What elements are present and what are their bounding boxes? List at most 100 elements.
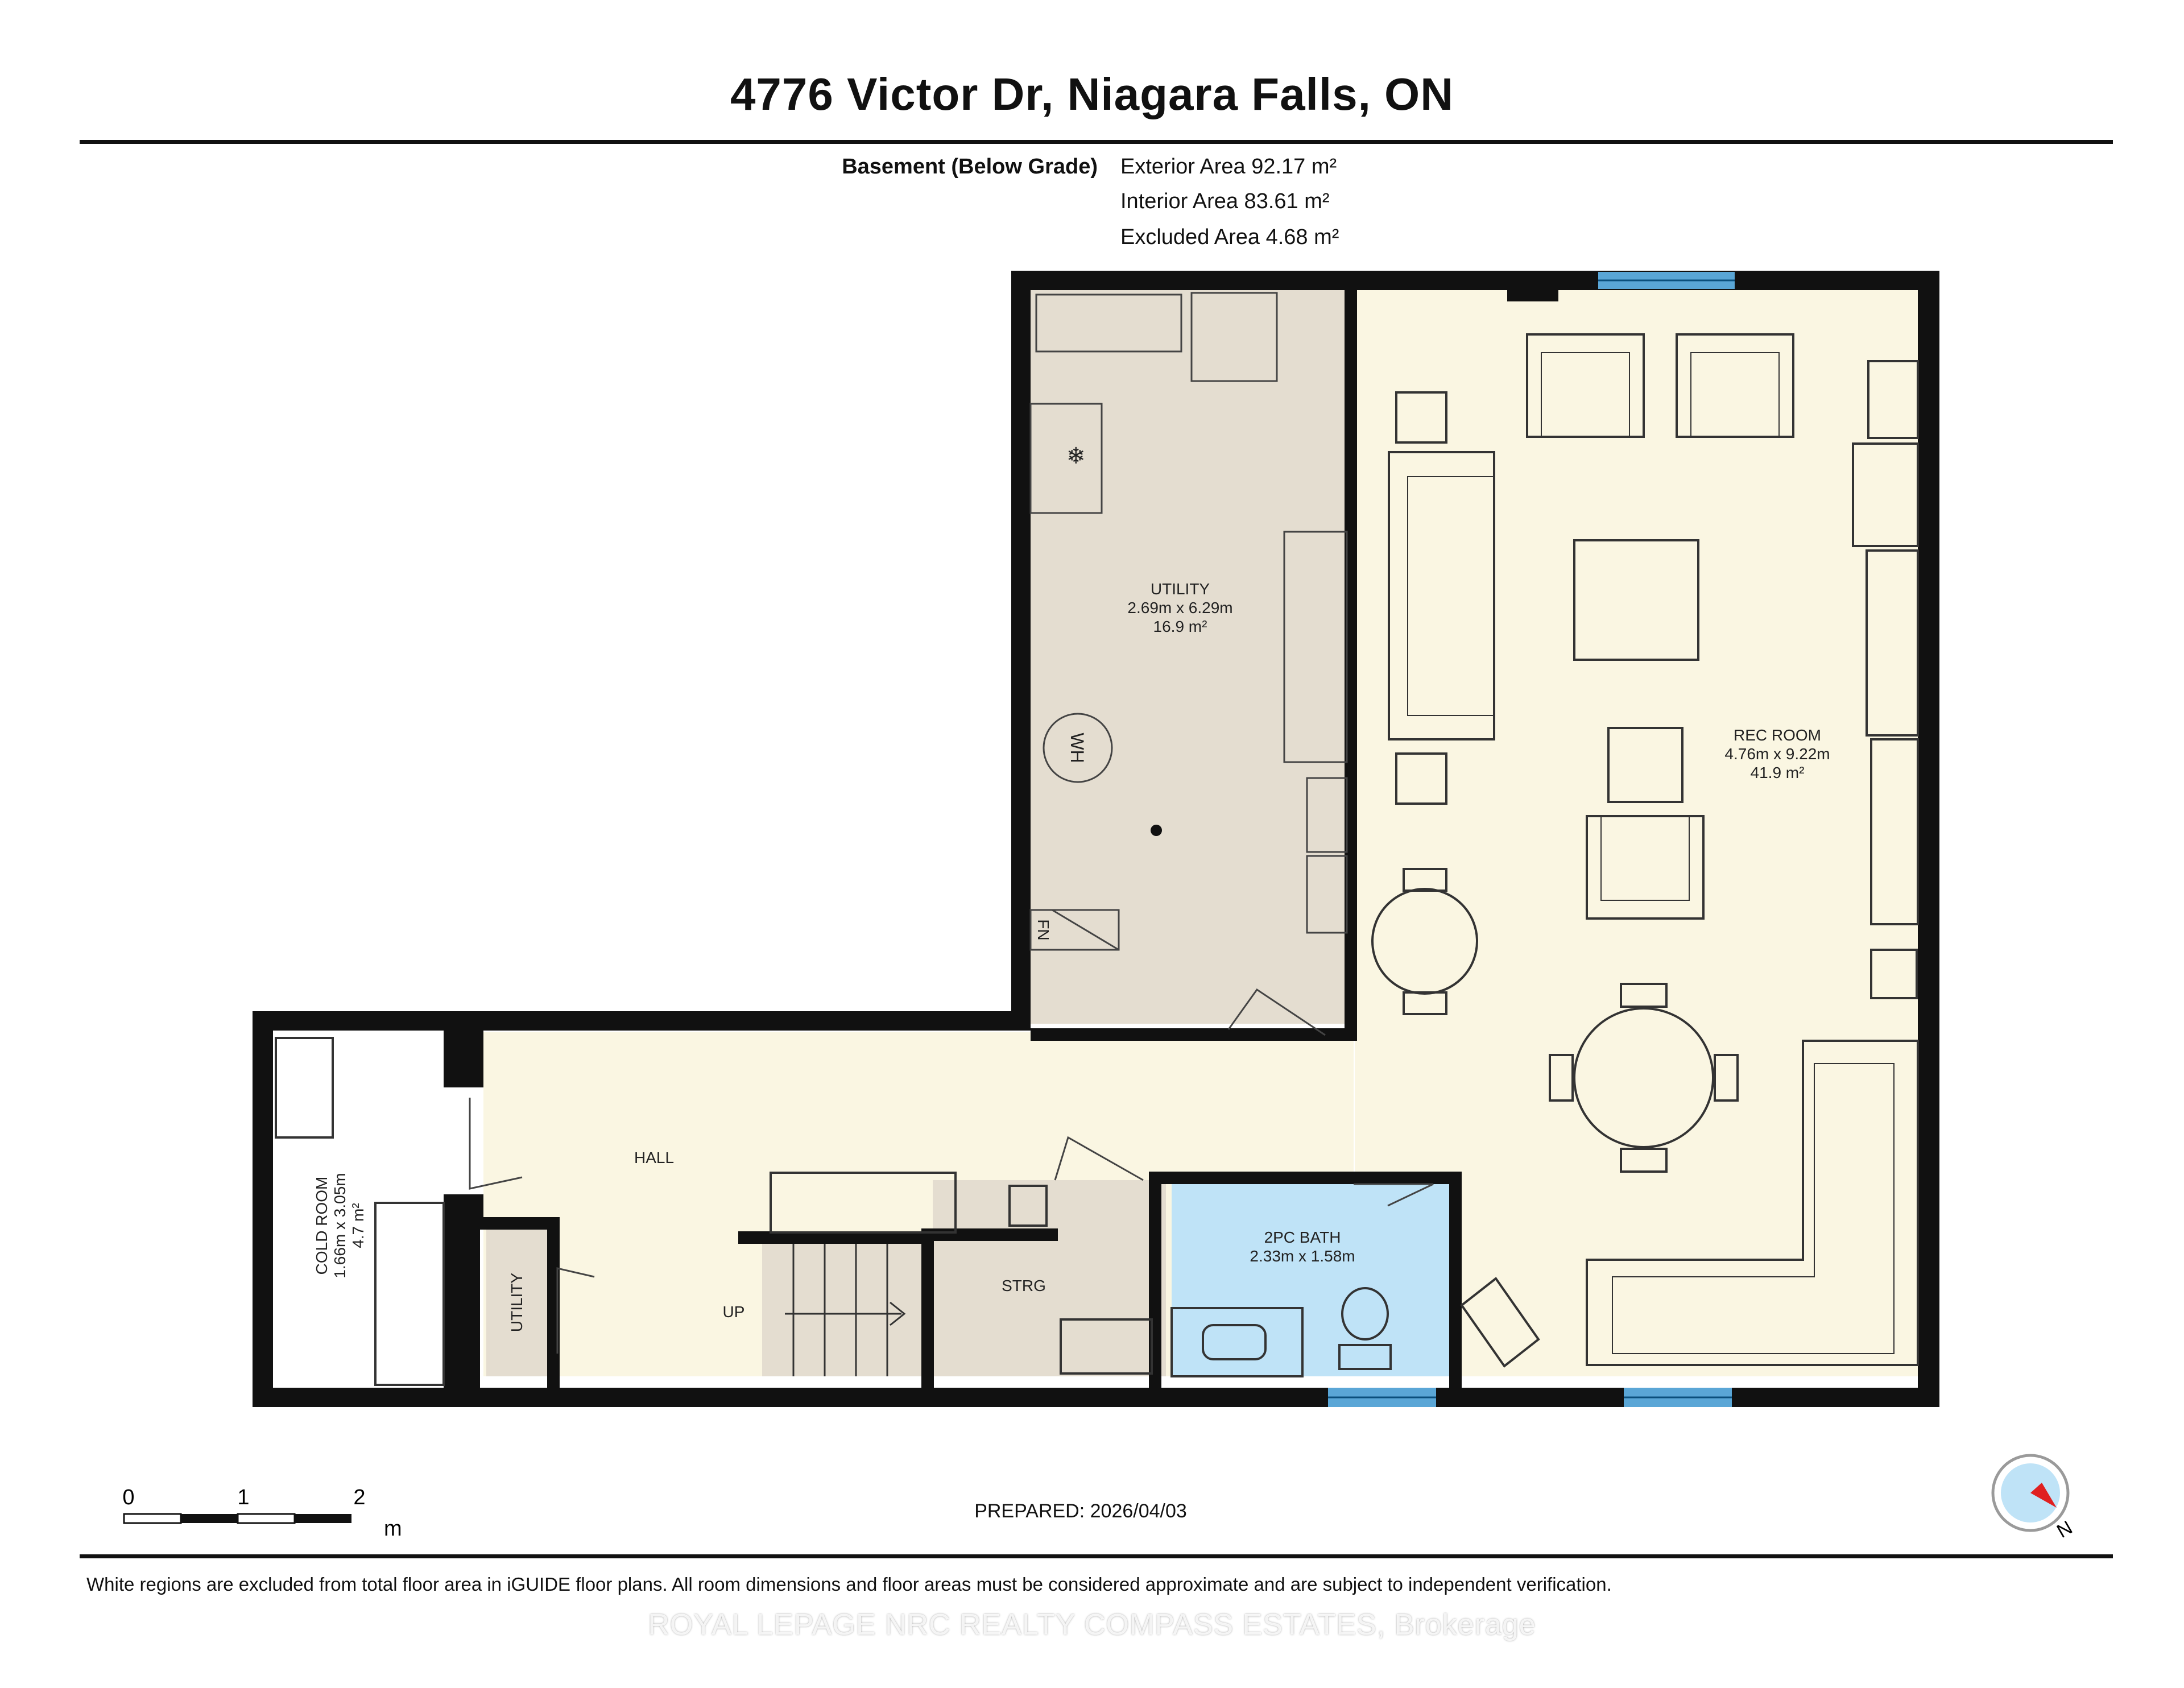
coffee-table	[1573, 539, 1699, 661]
hall-console	[770, 1172, 957, 1234]
wall-top	[1011, 271, 1939, 290]
rec-room-name: REC ROOM	[1734, 726, 1821, 744]
side-table-bottom	[1395, 752, 1447, 805]
wall-left	[253, 1011, 273, 1407]
wall-utility-right	[1345, 290, 1357, 1041]
strg-name: STRG	[1002, 1277, 1046, 1294]
scale-bar: 0 1 2 m	[122, 1486, 402, 1541]
utility-area: 16.9 m²	[1153, 618, 1207, 635]
toilet-icon	[1341, 1287, 1389, 1341]
rec-room-dims: 4.76m x 9.22m	[1724, 745, 1830, 763]
utility-cabinet-lower	[1306, 855, 1348, 934]
bath-vanity	[1170, 1307, 1304, 1377]
header-divider	[80, 140, 2113, 144]
door-cold-room	[469, 1098, 523, 1190]
strg-floor	[933, 1180, 1166, 1376]
wall-strg-top	[921, 1228, 1058, 1241]
disclaimer: White regions are excluded from total fl…	[86, 1574, 1612, 1595]
bath-floor	[1172, 1183, 1459, 1376]
snowflake-icon: ❄	[1066, 444, 1086, 469]
wall-hall-top	[253, 1011, 1031, 1031]
page-title: 4776 Victor Dr, Niagara Falls, ON	[730, 69, 1454, 119]
door-small-utility	[556, 1267, 595, 1354]
shelf-top	[1867, 360, 1919, 439]
scale-tick-0: 0	[122, 1486, 134, 1509]
laundry-counter	[1035, 293, 1182, 353]
window-lines	[1328, 279, 1735, 1399]
utility-cabinet-upper	[1306, 777, 1348, 853]
water-heater-icon	[1043, 713, 1113, 783]
wall-stairs-right	[921, 1231, 934, 1388]
compass-needle	[2030, 1483, 2057, 1508]
hall-fixtures	[275, 1037, 1392, 1386]
wall-cold-room-mid	[444, 1194, 483, 1217]
watermark: ROYAL LEPAGE NRC REALTY COMPASS ESTATES,…	[648, 1608, 1536, 1641]
scale-segment-4	[295, 1514, 351, 1523]
scale-segment-2	[181, 1514, 238, 1523]
sectional-sofa	[1586, 1040, 1919, 1366]
furnace-label: FN	[1035, 919, 1052, 940]
doors	[469, 988, 1434, 1354]
end-table-right	[1870, 949, 1918, 999]
utility-name: UTILITY	[1151, 580, 1210, 598]
exterior-area: Exterior Area 92.17 m²	[1120, 155, 1337, 179]
footer-divider	[80, 1554, 2113, 1558]
wall-bath-top	[1149, 1172, 1462, 1184]
floor-label: Basement (Below Grade)	[842, 155, 1098, 179]
interior-area: Interior Area 83.61 m²	[1120, 189, 1330, 213]
bench	[1460, 1277, 1540, 1368]
small-utility-name: UTILITY	[508, 1273, 526, 1333]
scale-unit: m	[384, 1517, 402, 1541]
wall-stairs-top	[738, 1231, 926, 1244]
wall-bath-right	[1449, 1172, 1462, 1388]
wall-cold-room-lower	[444, 1217, 480, 1388]
dining-table	[1573, 1007, 1714, 1148]
wall-right	[1918, 271, 1939, 1407]
wall-bump	[1507, 284, 1558, 301]
rec-room-area: 41.9 m²	[1751, 764, 1805, 781]
small-utility-floor	[486, 1228, 549, 1376]
utility-fixtures	[1029, 292, 1348, 951]
sink-icon	[1202, 1324, 1267, 1360]
cold-room-shelf-top	[275, 1037, 334, 1139]
media-cabinet	[1870, 738, 1919, 925]
stairs	[785, 1244, 906, 1376]
wall-cold-room-top	[444, 1031, 483, 1087]
water-heater-label: WH	[1067, 733, 1087, 763]
wall-utility-bottom	[1031, 1028, 1355, 1041]
side-table-top	[1395, 391, 1447, 444]
room-labels: UTILITY 2.69m x 6.29m 16.9 m² REC ROOM 4…	[313, 580, 1830, 1332]
utility-floor	[1031, 290, 1355, 1024]
rec-room-furniture	[1371, 333, 1919, 1368]
utility-shelf	[1283, 531, 1348, 763]
laundry-cabinet	[1190, 292, 1278, 382]
utility-dims: 2.69m x 6.29m	[1127, 599, 1232, 617]
bath-name: 2PC BATH	[1264, 1228, 1341, 1246]
scale-tick-2: 2	[353, 1486, 365, 1509]
stairs-floor	[762, 1240, 921, 1376]
hall-name: HALL	[634, 1149, 674, 1166]
ottoman	[1607, 727, 1684, 803]
excluded-area: Excluded Area 4.68 m²	[1120, 225, 1339, 249]
cold-room-area: 4.7 m²	[349, 1203, 367, 1248]
up-label: UP	[723, 1303, 745, 1321]
freezer	[1029, 403, 1103, 514]
scale-tick-1: 1	[237, 1486, 249, 1509]
wall-small-utility-top	[480, 1217, 560, 1230]
strg-post	[1008, 1185, 1048, 1227]
door-bath	[1354, 1183, 1434, 1207]
cabinet-right	[1852, 442, 1919, 547]
door-strg	[1054, 1136, 1144, 1181]
tv-stand	[1866, 549, 1919, 737]
furnace-icon	[1029, 909, 1120, 951]
door-utility	[1227, 988, 1326, 1036]
floor-fills	[483, 290, 1918, 1376]
prepared-date: PREPARED: 2026/04/03	[974, 1500, 1187, 1522]
compass-icon: N	[1991, 1454, 2076, 1542]
bath-dims: 2.33m x 1.58m	[1250, 1247, 1355, 1265]
floor-drain-icon	[1151, 825, 1162, 836]
cold-room-label: COLD ROOM 1.66m x 3.05m 4.7 m²	[313, 1173, 367, 1278]
cold-room-name: COLD ROOM	[313, 1177, 330, 1275]
wall-utility-left	[1011, 271, 1031, 1031]
